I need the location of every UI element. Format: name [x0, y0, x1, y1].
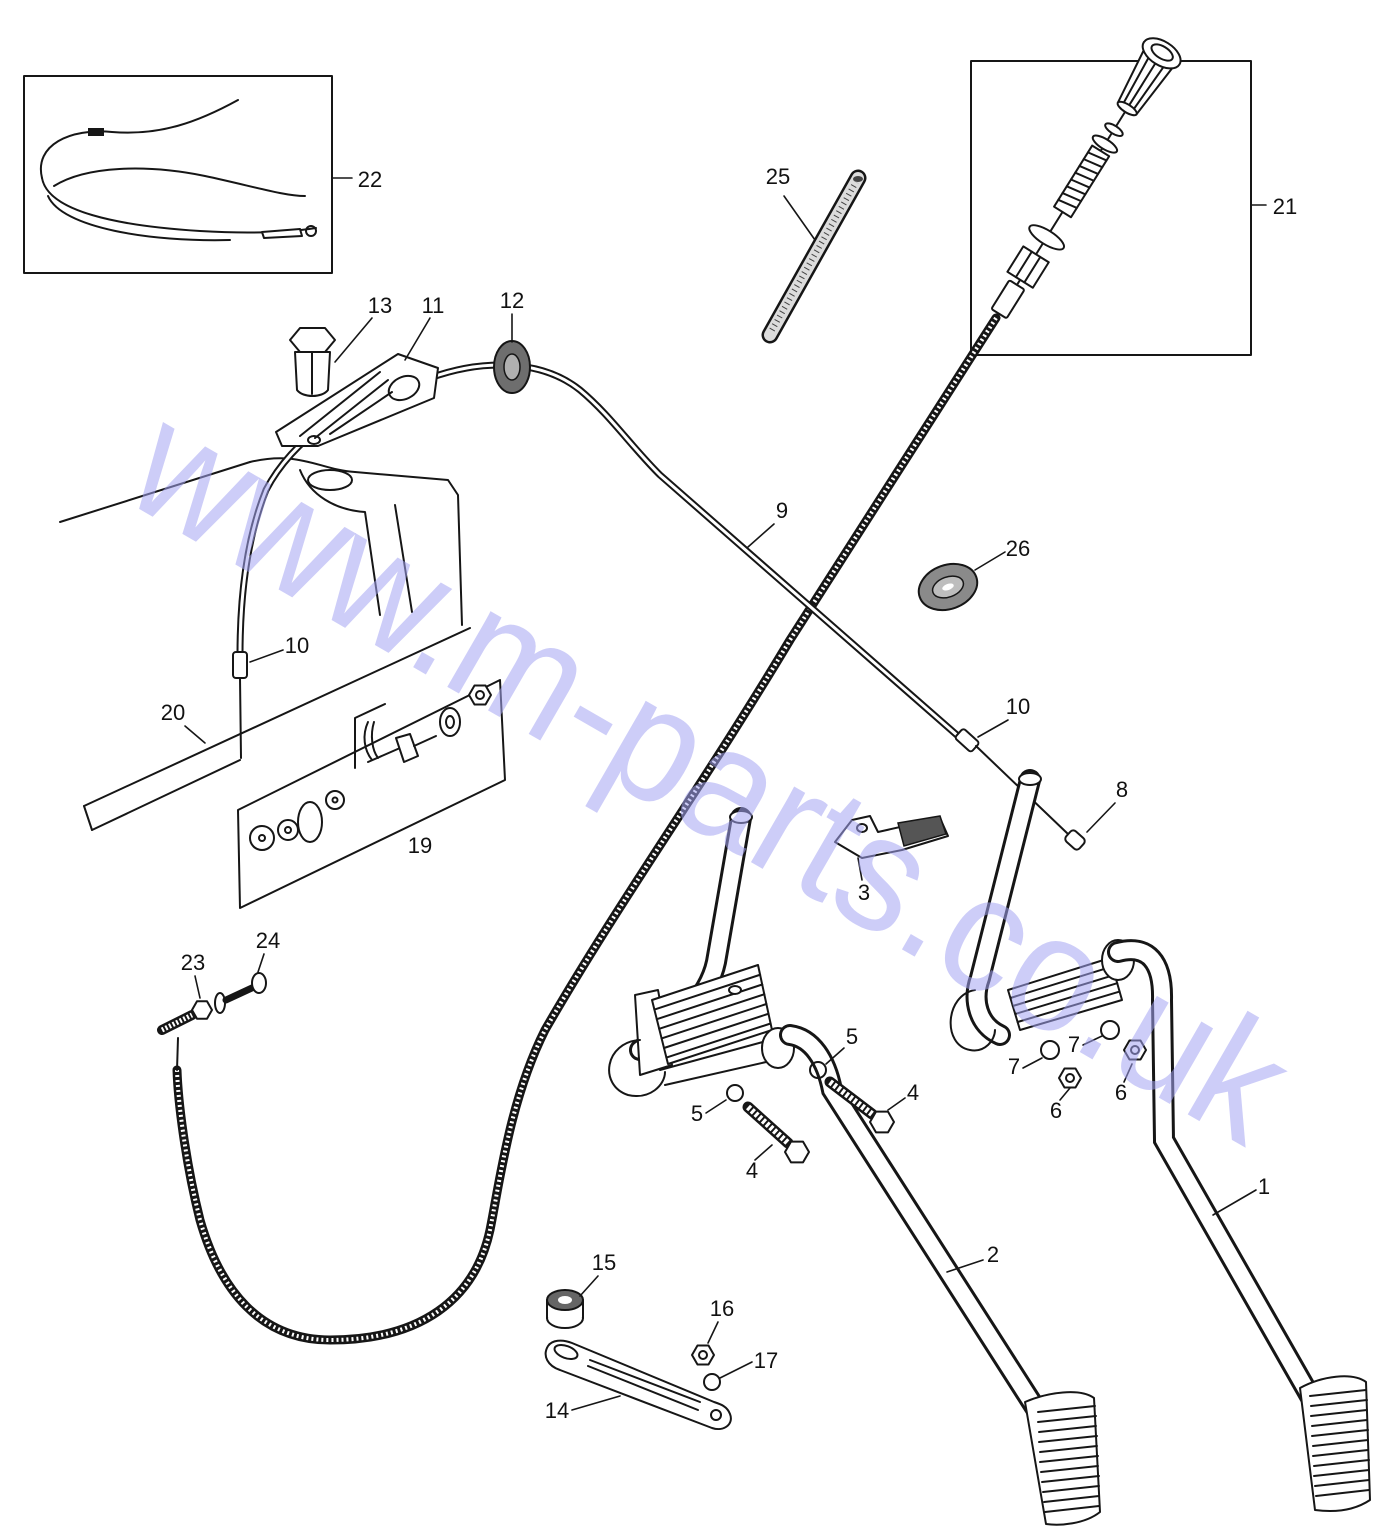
callout-23: 23 [181, 950, 205, 975]
callout-20: 20 [161, 700, 185, 725]
callout-5-upper: 5 [846, 1024, 858, 1049]
inset-box-21 [970, 60, 1267, 356]
callout-12: 12 [500, 288, 524, 313]
callout-19: 19 [408, 833, 432, 858]
leader-lines [184, 195, 1257, 1411]
body-panel-outline [59, 457, 471, 831]
callout-26: 26 [1006, 536, 1030, 561]
callout-17: 17 [754, 1348, 778, 1373]
callout-11: 11 [422, 293, 445, 318]
washer-5-lower [726, 1084, 744, 1102]
link-14 [544, 1339, 732, 1430]
callout-16: 16 [710, 1296, 734, 1321]
washer-7-right [1100, 1020, 1120, 1040]
choke-outer-cable [172, 313, 1001, 1345]
callout-25: 25 [766, 164, 790, 189]
bracket-3 [834, 815, 949, 859]
callout-8: 8 [1116, 777, 1128, 802]
callout-13: 13 [368, 293, 392, 318]
callout-3: 3 [858, 880, 870, 905]
screw-24 [222, 972, 267, 1004]
callout-7-right: 7 [1068, 1032, 1080, 1057]
clevis-pin-8 [1064, 829, 1086, 851]
washer-7-left [1040, 1040, 1060, 1060]
callout-10-left: 10 [285, 633, 309, 658]
bolt-4-lower [742, 1101, 810, 1164]
callout-9: 9 [776, 498, 788, 523]
callout-24: 24 [256, 928, 280, 953]
fixing-kit-19 [237, 679, 506, 909]
callout-4-right: 4 [907, 1080, 919, 1105]
nut-16 [691, 1344, 715, 1366]
bracket-11 [275, 353, 439, 447]
bolt-4-right [824, 1076, 895, 1134]
callout-6-left: 6 [1050, 1098, 1062, 1123]
callout-6-right: 6 [1115, 1080, 1127, 1105]
rod-25 [761, 169, 867, 344]
bolt-13 [289, 327, 336, 397]
callout-15: 15 [592, 1250, 616, 1275]
cable-9 [426, 361, 962, 740]
callout-7-left: 7 [1008, 1054, 1020, 1079]
washer-17 [703, 1373, 721, 1391]
callout-10-right: 10 [1006, 694, 1030, 719]
pedal-1 [949, 769, 1371, 1512]
grommet-26 [917, 562, 979, 612]
callout-labels: 22 21 25 13 11 12 9 26 10 10 20 19 8 3 2… [161, 164, 1297, 1423]
nut-6-right [1123, 1039, 1147, 1061]
callout-14: 14 [545, 1398, 569, 1423]
nut-6-left [1058, 1067, 1082, 1089]
callout-21: 21 [1273, 194, 1297, 219]
grommet-15 [546, 1289, 584, 1329]
washer-5-upper [809, 1061, 827, 1079]
grommet-12 [493, 340, 531, 394]
callout-4-lower: 4 [746, 1158, 758, 1183]
callout-2: 2 [987, 1242, 999, 1267]
wiring-harness-drawing [39, 99, 317, 242]
callout-5-lower: 5 [691, 1101, 703, 1126]
callout-1: 1 [1258, 1174, 1270, 1199]
callout-22: 22 [358, 167, 382, 192]
adaptor-23 [157, 992, 226, 1035]
inset-box-22 [23, 75, 353, 274]
choke-control-knob [991, 37, 1182, 319]
